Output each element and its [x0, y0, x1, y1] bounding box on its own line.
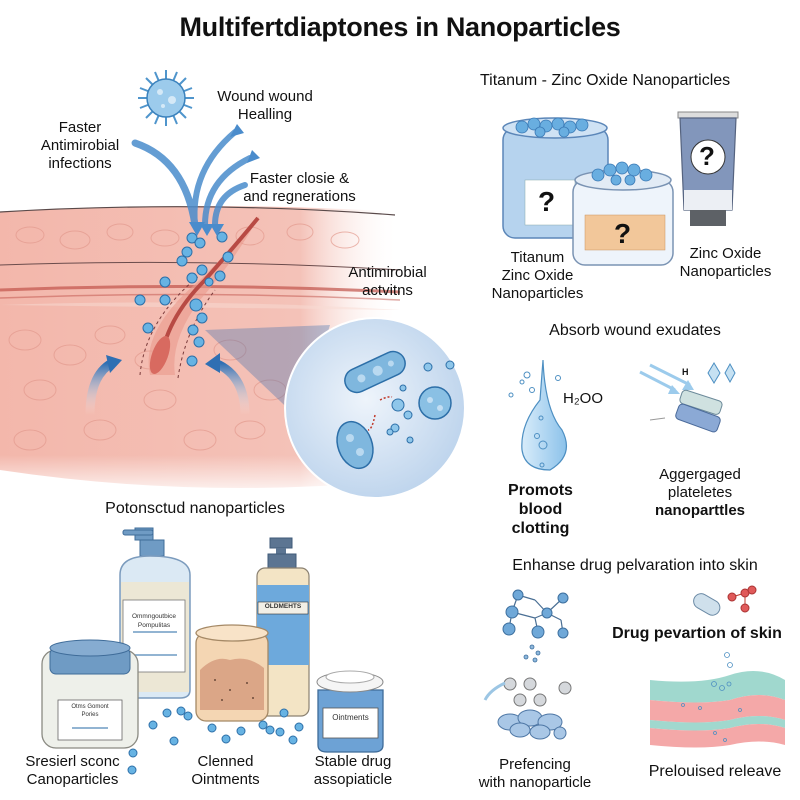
dermis-arrows [85, 353, 250, 416]
label-line: and regnerations [243, 188, 356, 205]
label-line: Clenned [197, 753, 254, 770]
caption-canoparticles: Sresierl sconc Canoparticles [10, 753, 135, 789]
tall-bottle-icon [256, 537, 310, 717]
label-line: Canoparticles [26, 771, 119, 788]
label-line: Zinc Oxide [501, 267, 574, 284]
label-line: clotting [511, 520, 570, 537]
pump-bottle-icon [119, 527, 191, 699]
drug-heading: Enhanse drug pelvaration into skin [512, 557, 758, 574]
label-line: assopiaticle [313, 771, 393, 788]
label-line: Nanoparticles [679, 263, 772, 280]
label-line: Wound wound [217, 88, 313, 105]
drug-subheading: Drug pevartion of skin [612, 625, 782, 642]
caption-stable-drug: Stable drug assopiaticle [303, 753, 403, 789]
label-wound-healing: Wound wound Healling [205, 88, 325, 124]
label-line: Healling [237, 106, 293, 123]
skin-nanoparticles [134, 231, 234, 367]
label-line: Zinc Oxide [689, 245, 762, 262]
label-faster-antimicrobial: Faster Antimirobial infections [20, 119, 140, 173]
bottle-label: Ommngoutbice Pompulitas [123, 612, 185, 630]
small-jar-label: Ointments [332, 713, 369, 722]
skin-layer-release-icon [650, 652, 785, 748]
label-line: Prefencing [499, 756, 571, 773]
label-line: Faster closie & [249, 170, 350, 187]
molecule-icon [502, 589, 569, 639]
label-line: actvitns [362, 282, 413, 299]
jar-label: Otms Gomont Pories [58, 703, 122, 719]
bacterium-round-icon [418, 386, 452, 420]
label-line: plateletes [667, 484, 733, 501]
label-line: with nanoparticle [478, 774, 592, 791]
front-jar-icon [572, 161, 674, 266]
jar-question-mark: ? [614, 218, 632, 249]
magnified-bacteria-view [284, 317, 466, 499]
label-prelouised-release: Prelouised releave [648, 763, 782, 780]
label-zinc-oxide: Zinc Oxide Nanoparticles [668, 245, 783, 281]
tube-icon [677, 111, 739, 226]
small-blue-jar-icon [316, 670, 384, 753]
label-line: Titanum [510, 249, 565, 266]
tall-bottle-label: OLDMEHTS [264, 603, 302, 610]
diagram-title: Multifertdiaptones in Nanoparticles [179, 12, 621, 42]
label-line: Antimirobial [40, 137, 120, 154]
label-line: Sresierl sconc [25, 753, 120, 770]
label-line: Ointments [191, 771, 260, 788]
water-formula: H₂OO [563, 390, 603, 407]
jar-question-mark: ? [538, 186, 556, 217]
products-heading: Potonsctud nanoparticles [105, 500, 285, 517]
label-aggregated-platelets: Aggergaged plateletes nanoparttles [630, 466, 770, 520]
healing-arrows [131, 129, 253, 229]
tube-question-mark: ? [699, 141, 715, 171]
arrow-heads [189, 124, 260, 236]
caption-ointments: Clenned Ointments [178, 753, 273, 789]
label-line: Stable drug [314, 753, 392, 770]
virus-icon [138, 70, 194, 126]
platelet-nanoparticle-icon [639, 362, 736, 433]
label-line: blood [518, 501, 563, 518]
label-prefencing: Prefencing with nanoparticle [470, 756, 600, 792]
label-line: Otms Gomont [71, 704, 109, 710]
cream-jar-icon [195, 624, 269, 722]
small-formula: H [682, 367, 689, 377]
capsule-icon [693, 585, 757, 616]
ointment-jar-icon [41, 639, 139, 749]
label-line: nanoparttles [654, 502, 745, 519]
label-line: Pompulitas [137, 622, 171, 629]
absorb-heading: Absorb wound exudates [549, 322, 721, 339]
label-line: Nanoparticles [491, 285, 584, 302]
label-line: Antimirobial [348, 264, 427, 281]
product-nanoparticles [127, 706, 304, 775]
cluster-particles-icon [483, 644, 572, 740]
label-line: Ommngoutbice [131, 613, 177, 620]
label-line: infections [48, 155, 112, 172]
bacterium-oval-icon [336, 420, 374, 470]
label-line: Promots [508, 482, 573, 499]
label-antimicrobial-activity: Antimirobial actvitns [335, 264, 440, 300]
label-line: Aggergaged [659, 466, 741, 483]
label-promotes-clotting: Promots blood clotting [488, 481, 593, 538]
label-line: Pories [81, 712, 99, 718]
label-faster-closure: Faster closie & and regnerations [232, 170, 367, 206]
label-line: Faster [58, 119, 102, 136]
titanium-heading: Titanum - Zinc Oxide Nanoparticles [480, 72, 731, 89]
water-drop-icon [508, 359, 568, 471]
bacterium-rod-icon [344, 350, 406, 394]
label-titanium-zinc: Titanum Zinc Oxide Nanoparticles [480, 249, 595, 303]
